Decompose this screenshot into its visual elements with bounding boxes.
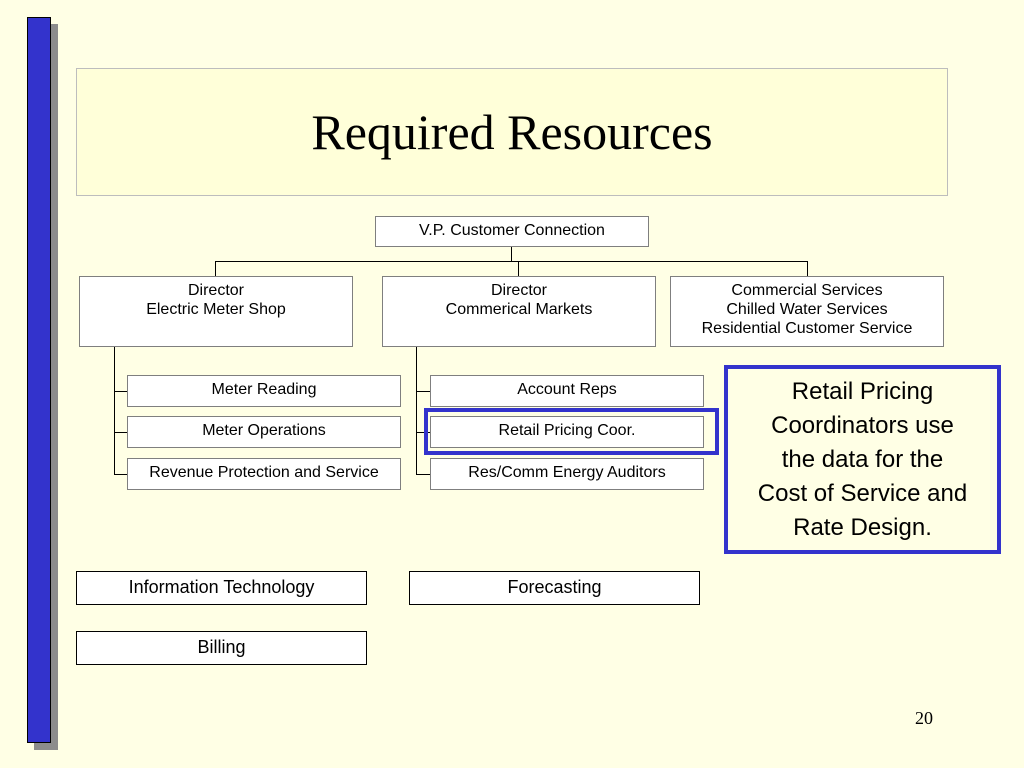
callout-line: the data for the — [781, 445, 944, 473]
connector-account-reps — [416, 391, 430, 392]
connector-director-2 — [518, 261, 519, 277]
node-energy-auditors: Res/Comm Energy Auditors — [430, 458, 704, 490]
node-director-meter-shop: Director Electric Meter Shop — [79, 276, 353, 347]
connector-markets-vertical — [416, 346, 417, 475]
box-information-technology: Information Technology — [76, 571, 367, 605]
connector-meter-shop-vertical — [114, 346, 115, 475]
connector-revenue-protection — [114, 474, 128, 475]
connector-root-down — [511, 246, 512, 262]
box-label: Billing — [197, 637, 246, 657]
callout-line: Rate Design. — [793, 513, 932, 541]
callout-line: Retail Pricing — [791, 377, 934, 405]
node-label: Account Reps — [517, 381, 617, 398]
callout-line: Cost of Service and — [757, 479, 968, 507]
connector-meter-operations — [114, 432, 128, 433]
node-line: Director — [187, 282, 244, 299]
node-label: Meter Operations — [202, 422, 326, 439]
node-line: Electric Meter Shop — [146, 301, 286, 318]
node-line: Chilled Water Services — [726, 301, 888, 318]
node-line: Commercial Services — [731, 282, 883, 299]
node-label: Res/Comm Energy Auditors — [468, 464, 666, 481]
connector-energy-auditors — [416, 474, 430, 475]
node-label: Meter Reading — [211, 381, 317, 398]
box-label: Forecasting — [507, 577, 602, 597]
node-vp-customer-connection: V.P. Customer Connection — [375, 216, 649, 247]
node-director-markets: Director Commerical Markets — [382, 276, 656, 347]
connector-meter-reading — [114, 391, 128, 392]
retail-pricing-highlight — [424, 408, 719, 455]
connector-director-1 — [215, 261, 216, 277]
slide-title: Required Resources — [311, 104, 713, 160]
connector-horizontal — [215, 261, 808, 262]
page-number: 20 — [915, 708, 933, 728]
node-revenue-protection: Revenue Protection and Service — [127, 458, 401, 490]
node-label: Revenue Protection and Service — [149, 464, 379, 481]
box-forecasting: Forecasting — [409, 571, 700, 605]
callout-line: Coordinators use — [771, 411, 954, 439]
box-billing: Billing — [76, 631, 367, 665]
node-meter-operations: Meter Operations — [127, 416, 401, 448]
node-meter-reading: Meter Reading — [127, 375, 401, 407]
node-commercial-services: Commercial Services Chilled Water Servic… — [670, 276, 944, 347]
title-box: Required Resources — [76, 68, 948, 196]
node-retail-pricing-coor: Retail Pricing Coor. — [430, 416, 704, 448]
box-label: Information Technology — [128, 577, 315, 597]
node-account-reps: Account Reps — [430, 375, 704, 407]
side-bar — [27, 17, 51, 743]
callout-box: Retail Pricing Coordinators use the data… — [724, 365, 1001, 554]
node-line: Director — [490, 282, 547, 299]
node-vp-label: V.P. Customer Connection — [419, 222, 605, 239]
connector-director-3 — [807, 261, 808, 277]
node-line: Commerical Markets — [445, 301, 593, 318]
node-label: Retail Pricing Coor. — [498, 422, 636, 439]
node-line: Residential Customer Service — [701, 320, 913, 337]
connector-retail-pricing — [416, 432, 430, 433]
